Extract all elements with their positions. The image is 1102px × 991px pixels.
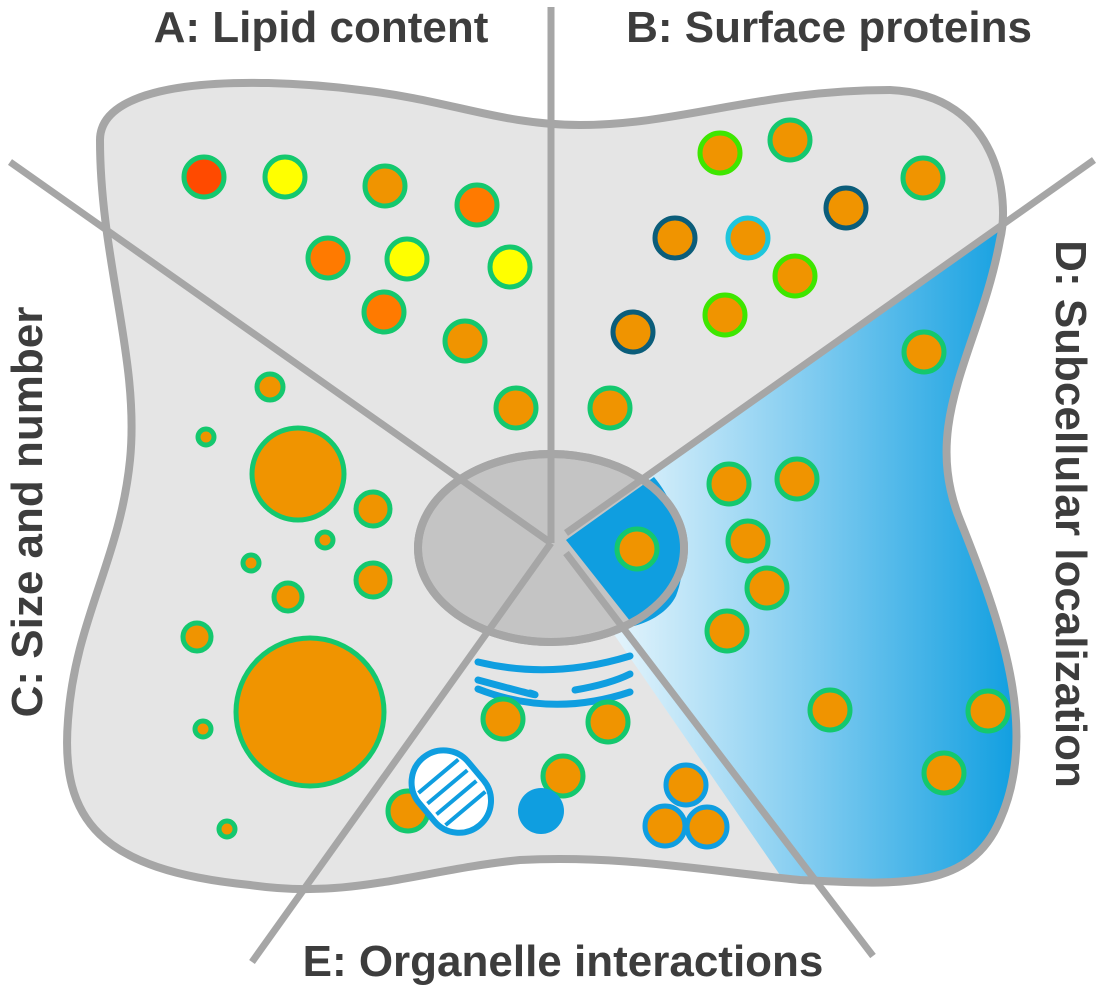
lipid-droplet-icon bbox=[610, 309, 656, 355]
lipid-droplet-icon bbox=[706, 461, 752, 507]
label-b: B: Surface proteins bbox=[626, 3, 1032, 52]
label-a: A: Lipid content bbox=[154, 3, 489, 52]
lipid-droplet-icon bbox=[663, 762, 709, 808]
lipid-droplet-icon bbox=[772, 253, 818, 299]
lysosome-icon bbox=[518, 788, 564, 834]
lipid-droplet-icon bbox=[921, 750, 967, 796]
lipid-droplet-icon bbox=[585, 699, 631, 745]
mitochondrion-icon bbox=[408, 747, 494, 836]
section-e-droplets bbox=[385, 696, 631, 834]
lipid-droplet-icon bbox=[195, 426, 217, 448]
lipid-droplet-icon bbox=[249, 425, 347, 523]
label-d: D: Subcellular localization bbox=[1046, 240, 1095, 788]
lipid-droplet-icon bbox=[807, 687, 853, 733]
lipid-droplet-icon bbox=[271, 580, 305, 614]
lipid-droplet-icon bbox=[965, 688, 1011, 734]
lipid-droplet-icon bbox=[493, 385, 539, 431]
golgi-icon bbox=[474, 652, 634, 708]
lipid-droplet-icon bbox=[744, 565, 790, 611]
lipid-droplet-icon bbox=[725, 215, 771, 261]
lipid-droplet-icon bbox=[353, 489, 393, 529]
lipid-droplet-icon bbox=[725, 518, 771, 564]
lipid-droplet-icon bbox=[614, 526, 660, 572]
lipid-droplet-icon bbox=[540, 753, 586, 799]
lipid-droplet-icon bbox=[767, 117, 813, 163]
lipid-droplet-icon bbox=[480, 696, 526, 742]
lipid-droplet-icon bbox=[702, 292, 748, 338]
lipid-droplet-icon bbox=[900, 155, 946, 201]
lipid-droplet-icon bbox=[487, 244, 533, 290]
lipid-droplet-icon bbox=[314, 529, 336, 551]
section-a-droplets bbox=[181, 154, 539, 431]
lipid-droplet-icon bbox=[684, 804, 730, 850]
section-b-droplets bbox=[587, 117, 946, 431]
lipid-droplet-icon bbox=[442, 318, 488, 364]
droplet-cluster bbox=[642, 762, 730, 850]
lipid-droplet-icon bbox=[180, 620, 214, 654]
lipid-droplet-icon bbox=[305, 235, 351, 281]
lipid-droplet-icon bbox=[774, 456, 820, 502]
label-c: C: Size and number bbox=[3, 307, 52, 718]
lipid-droplet-icon bbox=[901, 329, 947, 375]
lipid-droplet-icon bbox=[454, 182, 500, 228]
lipid-droplet-icon bbox=[384, 236, 430, 282]
lipid-droplet-icon bbox=[362, 163, 408, 209]
lipid-droplet-icon bbox=[704, 608, 750, 654]
lipid-droplet-icon bbox=[254, 371, 286, 403]
lipid-droplet-icon bbox=[233, 635, 387, 789]
lipid-droplet-icon bbox=[240, 552, 262, 574]
cell-membrane bbox=[63, 78, 1021, 894]
lipid-droplet-icon bbox=[697, 130, 743, 176]
lipid-droplet-icon bbox=[192, 718, 214, 740]
section-c-droplets bbox=[180, 371, 393, 840]
lipid-droplet-icon bbox=[216, 818, 238, 840]
lipid-droplet-icon bbox=[587, 385, 633, 431]
lipid-droplet-icon bbox=[642, 803, 688, 849]
lipid-droplet-icon bbox=[181, 154, 227, 200]
label-e: E: Organelle interactions bbox=[303, 937, 824, 986]
lipid-droplet-icon bbox=[262, 154, 308, 200]
lipid-droplet-icon bbox=[652, 215, 698, 261]
lipid-droplet-icon bbox=[353, 560, 393, 600]
lipid-droplet-icon bbox=[361, 289, 407, 335]
section-d-droplets bbox=[614, 329, 1011, 796]
lipid-droplet-icon bbox=[823, 185, 869, 231]
